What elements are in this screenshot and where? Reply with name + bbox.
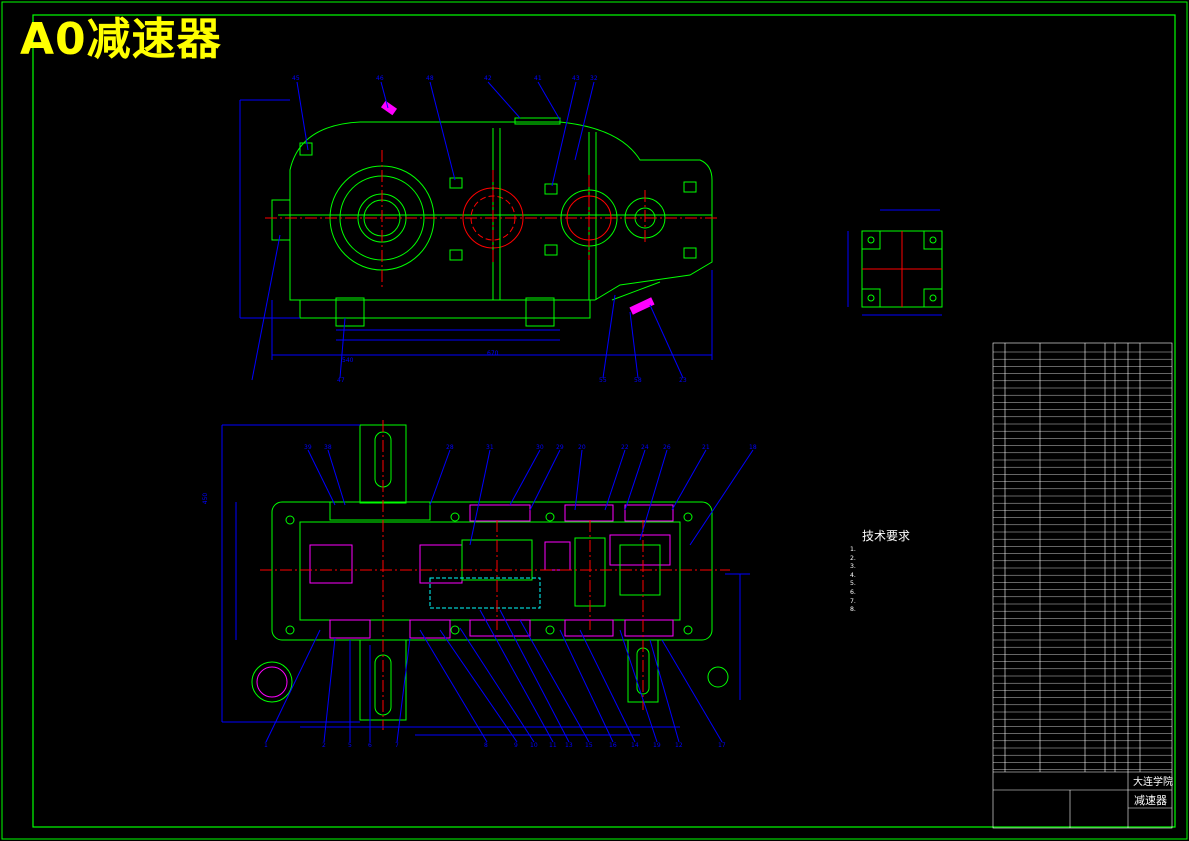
svg-text:55: 55: [599, 377, 607, 384]
svg-text:22: 22: [621, 444, 629, 451]
svg-text:30: 30: [536, 444, 544, 451]
side-view: [847, 209, 943, 316]
svg-text:48: 48: [426, 75, 434, 82]
tech-requirements-list: 1. 2. 3. 4. 5. 6. 7. 8.: [850, 546, 970, 615]
svg-text:9: 9: [514, 742, 518, 749]
svg-text:1: 1: [264, 742, 268, 749]
svg-text:29: 29: [556, 444, 564, 451]
parts-list: [992, 342, 1173, 829]
svg-text:5: 5: [348, 742, 352, 749]
dim-height-overall: 450: [202, 492, 210, 505]
svg-text:38: 38: [324, 444, 332, 451]
svg-text:18: 18: [749, 444, 757, 451]
tech-requirement-item: 7.: [850, 597, 856, 605]
svg-text:46: 46: [376, 75, 384, 82]
drawing-frame: [32, 14, 1176, 828]
tech-requirement-item: 8.: [850, 606, 856, 614]
svg-text:20: 20: [578, 444, 586, 451]
dim-front-width: 670: [487, 350, 499, 357]
titleblock-school: 大连学院: [1133, 777, 1173, 788]
svg-text:41: 41: [534, 75, 542, 82]
svg-text:15: 15: [585, 742, 593, 749]
svg-text:24: 24: [641, 444, 649, 451]
tech-requirement-item: 6.: [850, 588, 856, 596]
svg-text:10: 10: [530, 742, 538, 749]
svg-text:19: 19: [653, 742, 661, 749]
svg-text:14: 14: [631, 742, 639, 749]
front-view: 45 46 48 42 41 43 32 47 55 58 23: [239, 75, 720, 384]
svg-text:39: 39: [304, 444, 312, 451]
svg-text:31: 31: [486, 444, 494, 451]
svg-text:43: 43: [572, 75, 580, 82]
svg-text:11: 11: [549, 742, 557, 749]
svg-text:6: 6: [368, 742, 372, 749]
svg-text:28: 28: [446, 444, 454, 451]
svg-text:12: 12: [675, 742, 683, 749]
drawing-title: A0减速器: [20, 14, 222, 65]
svg-text:2: 2: [322, 742, 326, 749]
svg-text:21: 21: [702, 444, 710, 451]
svg-text:42: 42: [484, 75, 492, 82]
svg-text:32: 32: [590, 75, 598, 82]
svg-text:17: 17: [718, 742, 726, 749]
tech-requirement-item: 5.: [850, 580, 856, 588]
dim-base-length: 540: [342, 357, 354, 364]
tech-requirement-item: 1.: [850, 546, 856, 553]
svg-text:16: 16: [609, 742, 617, 749]
tech-requirements-title: 技术要求: [862, 529, 911, 543]
svg-text:45: 45: [292, 75, 300, 82]
svg-text:47: 47: [337, 377, 345, 384]
tech-requirement-item: 2.: [850, 554, 856, 562]
svg-text:23: 23: [679, 377, 687, 384]
svg-text:8: 8: [484, 742, 488, 749]
svg-text:26: 26: [663, 444, 671, 451]
svg-text:13: 13: [565, 742, 573, 749]
svg-text:58: 58: [634, 377, 642, 384]
tech-requirement-item: 4.: [850, 571, 856, 579]
svg-text:7: 7: [395, 742, 399, 749]
tech-requirement-item: 3.: [850, 563, 856, 571]
parts-list-rows: [993, 351, 1172, 770]
titleblock-drawing-name: 减速器: [1134, 794, 1167, 807]
